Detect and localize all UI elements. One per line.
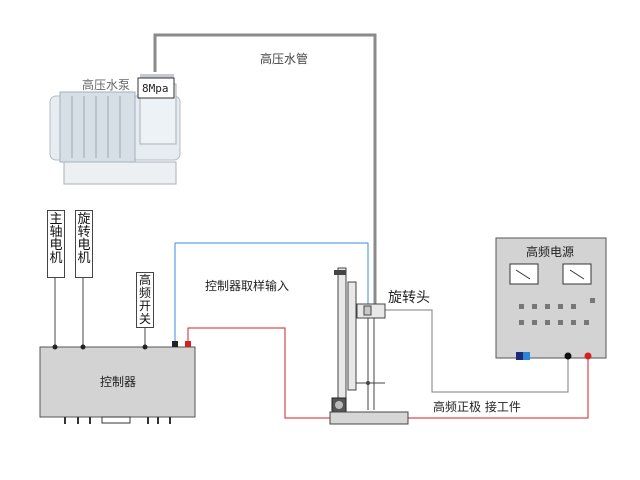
pressure-gauge-box <box>137 77 175 99</box>
machine-stand <box>329 267 409 425</box>
controller-label: 控制器 <box>100 375 137 389</box>
meter-right <box>562 263 592 285</box>
indicator-grid <box>519 298 595 325</box>
high-pressure-pipe <box>153 33 377 308</box>
pipe-label: 高压水管 <box>260 52 309 66</box>
hf-terminal-negative <box>564 352 572 360</box>
spindle-motor-label: 主轴电机 <box>47 210 65 278</box>
sampling-signal-line <box>174 242 369 343</box>
positive-line <box>187 327 589 419</box>
hf-power-label: 高频电源 <box>526 245 575 259</box>
controller-box <box>39 346 196 418</box>
meter-left <box>509 263 539 285</box>
rotary-head-label: 旋转头 <box>388 290 430 306</box>
hf-terminal-positive <box>584 352 592 360</box>
pressure-label: 8Mpa <box>142 82 169 95</box>
pump-label: 高压水泵 <box>82 78 131 92</box>
controller-bottom-pins <box>64 417 171 424</box>
workpiece-plate <box>329 411 409 425</box>
hf-power-box <box>495 237 607 359</box>
rotation-motor-label: 旋转电机 <box>75 210 93 278</box>
workpiece-label: 高频正极 接工件 <box>433 400 521 414</box>
ground-line <box>380 309 569 393</box>
hf-switch-label: 高频开关 <box>136 272 154 328</box>
sampling-input-label: 控制器取样输入 <box>205 279 290 293</box>
